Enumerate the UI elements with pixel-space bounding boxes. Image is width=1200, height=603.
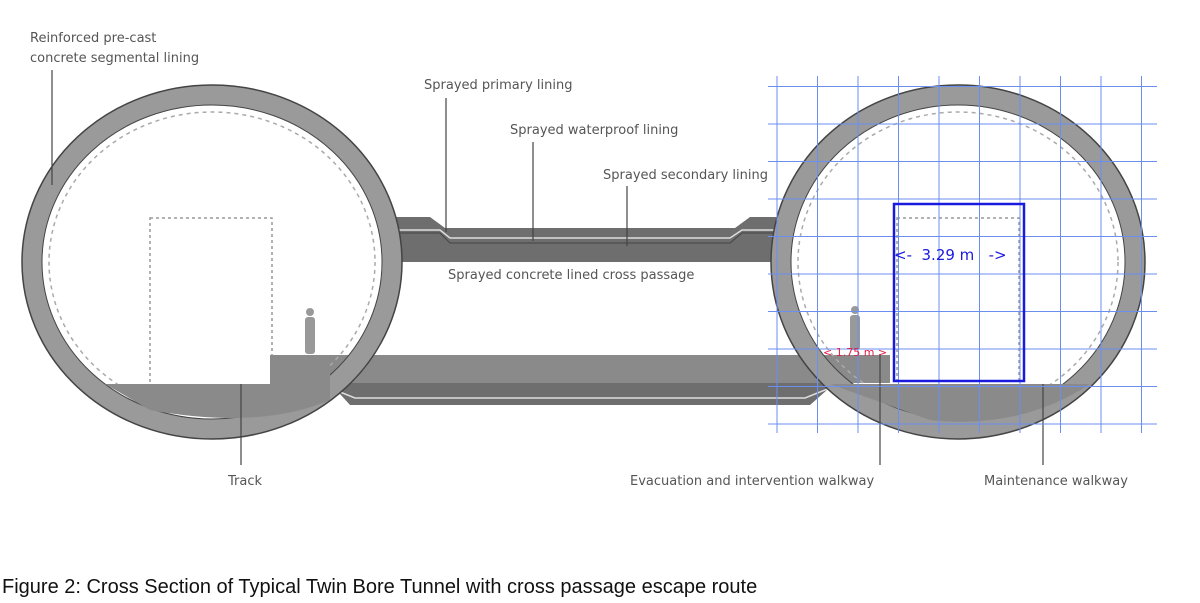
grid-overlay	[768, 76, 1157, 433]
right-tunnel	[770, 84, 1146, 440]
label-primary-lining: Sprayed primary lining	[424, 78, 572, 93]
label-track: Track	[227, 474, 262, 489]
label-segmental-lining-1: Reinforced pre-cast	[30, 31, 156, 46]
walkway-measure-label: < 1.75 m >	[823, 346, 887, 359]
label-cross-passage: Sprayed concrete lined cross passage	[448, 268, 694, 283]
width-measure-label: <- 3.29 m ->	[894, 246, 1007, 264]
label-evacuation-walkway: Evacuation and intervention walkway	[630, 474, 874, 489]
walkway-passage	[270, 355, 890, 405]
figure-caption: Figure 2: Cross Section of Typical Twin …	[2, 576, 758, 598]
left-tunnel	[21, 84, 403, 440]
leader-lines	[51, 70, 1044, 465]
cross-passage	[390, 217, 785, 262]
label-secondary-lining: Sprayed secondary lining	[603, 168, 768, 183]
person-icon	[305, 308, 315, 354]
clearance-measure-box	[892, 202, 1026, 383]
label-maintenance-walkway: Maintenance walkway	[984, 474, 1128, 489]
label-waterproof-lining: Sprayed waterproof lining	[510, 123, 678, 138]
label-segmental-lining-2: concrete segmental lining	[30, 51, 199, 66]
